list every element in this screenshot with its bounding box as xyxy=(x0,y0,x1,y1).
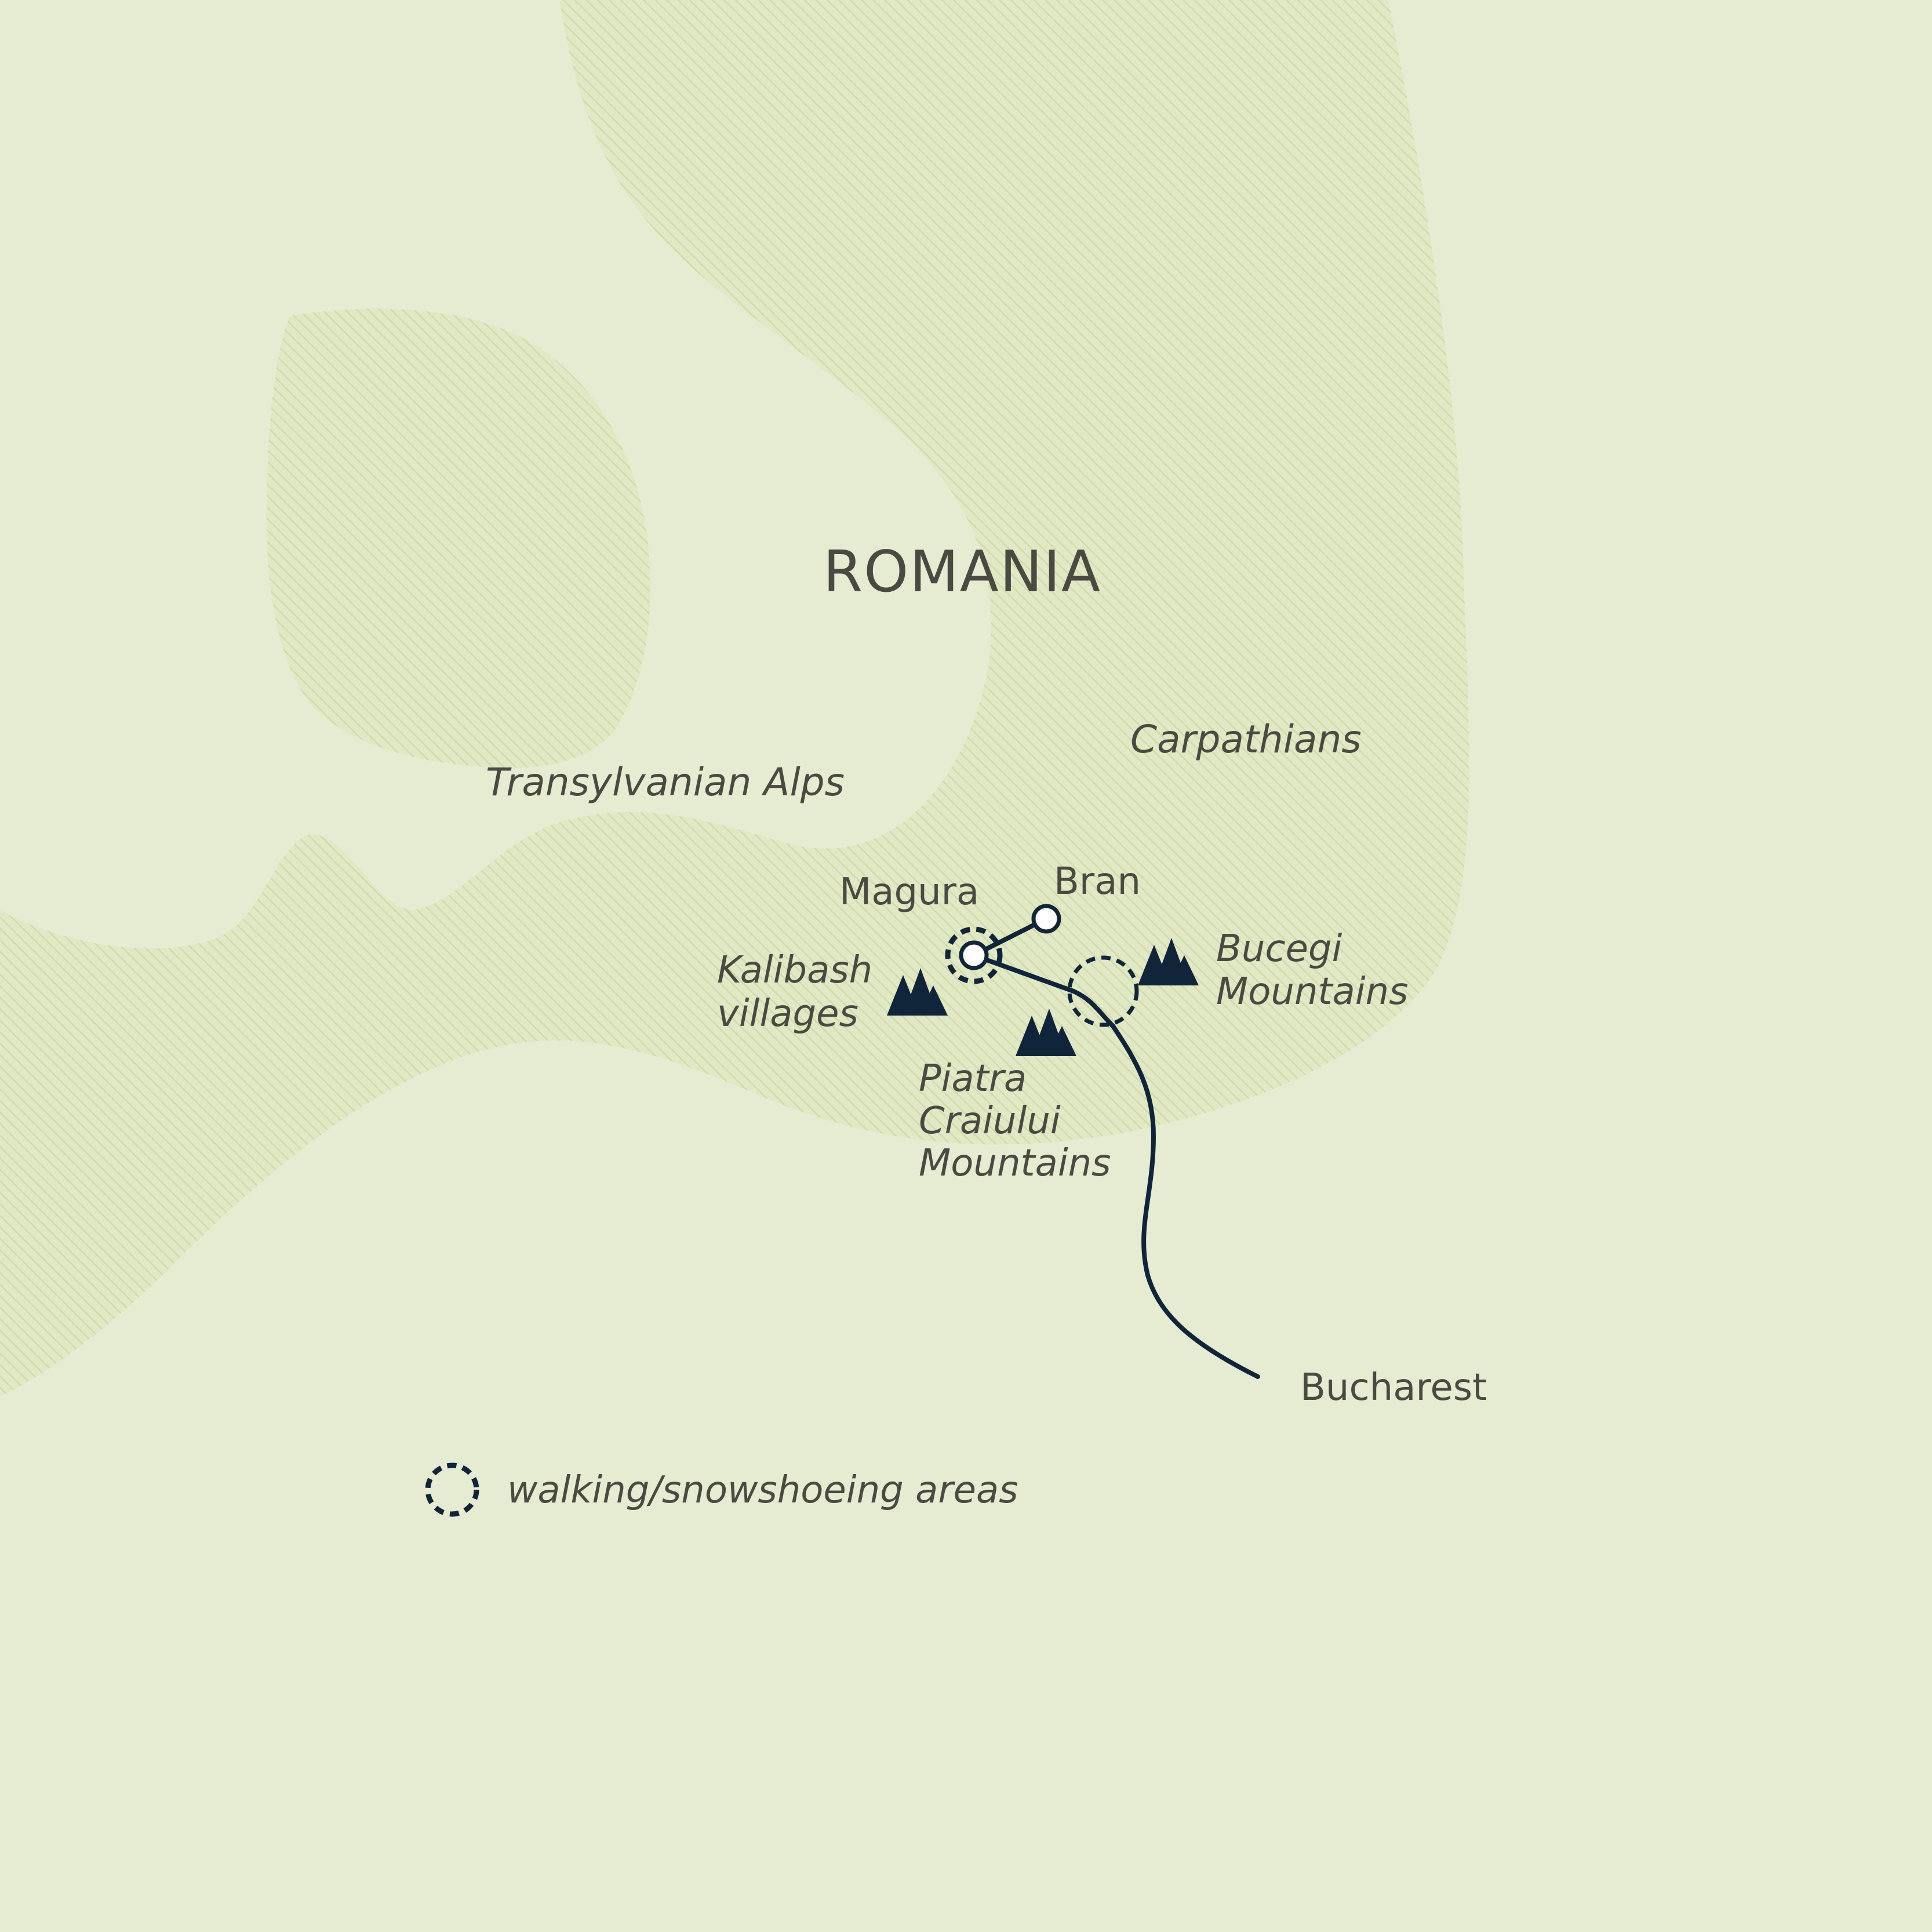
mountain-label-bucegi-2: Mountains xyxy=(1216,970,1409,1013)
mountain-peaks-icon xyxy=(887,968,948,1016)
mountain-label-piatra-3: Mountains xyxy=(919,1142,1111,1185)
dashed-circle-icon xyxy=(425,1462,479,1517)
mountain-label-kalibash-2: villages xyxy=(717,992,858,1035)
mountain-label-kalibash: Kalibash xyxy=(717,949,872,992)
mountain-region-transylvanian-alps xyxy=(267,308,650,768)
legend: walking/snowshoeing areas xyxy=(425,1462,1018,1517)
town-marker-bran xyxy=(1031,904,1061,934)
region-label-carpathians: Carpathians xyxy=(1130,717,1362,762)
place-label-bucharest: Bucharest xyxy=(1300,1366,1487,1409)
country-label: ROMANIA xyxy=(823,539,1101,605)
mountain-label-piatra: Piatra xyxy=(919,1057,1027,1100)
town-marker-magura xyxy=(959,940,989,970)
walking-area-bucegi xyxy=(1067,955,1139,1027)
walking-area-magura xyxy=(945,926,1003,984)
legend-label-walking: walking/snowshoeing areas xyxy=(507,1469,1018,1512)
place-label-bran: Bran xyxy=(1054,860,1141,903)
route-line-main xyxy=(972,953,1260,1379)
mountain-region-carpathians xyxy=(0,0,1469,1397)
mountain-label-bucegi: Bucegi xyxy=(1216,927,1342,970)
place-label-magura: Magura xyxy=(839,871,979,914)
mountain-peaks-icon xyxy=(1016,1009,1076,1056)
mountain-label-piatra-2: Craiului xyxy=(919,1100,1061,1143)
mountain-peaks-icon xyxy=(1138,938,1199,985)
region-label-transylvanian-alps: Transylvanian Alps xyxy=(486,760,845,805)
